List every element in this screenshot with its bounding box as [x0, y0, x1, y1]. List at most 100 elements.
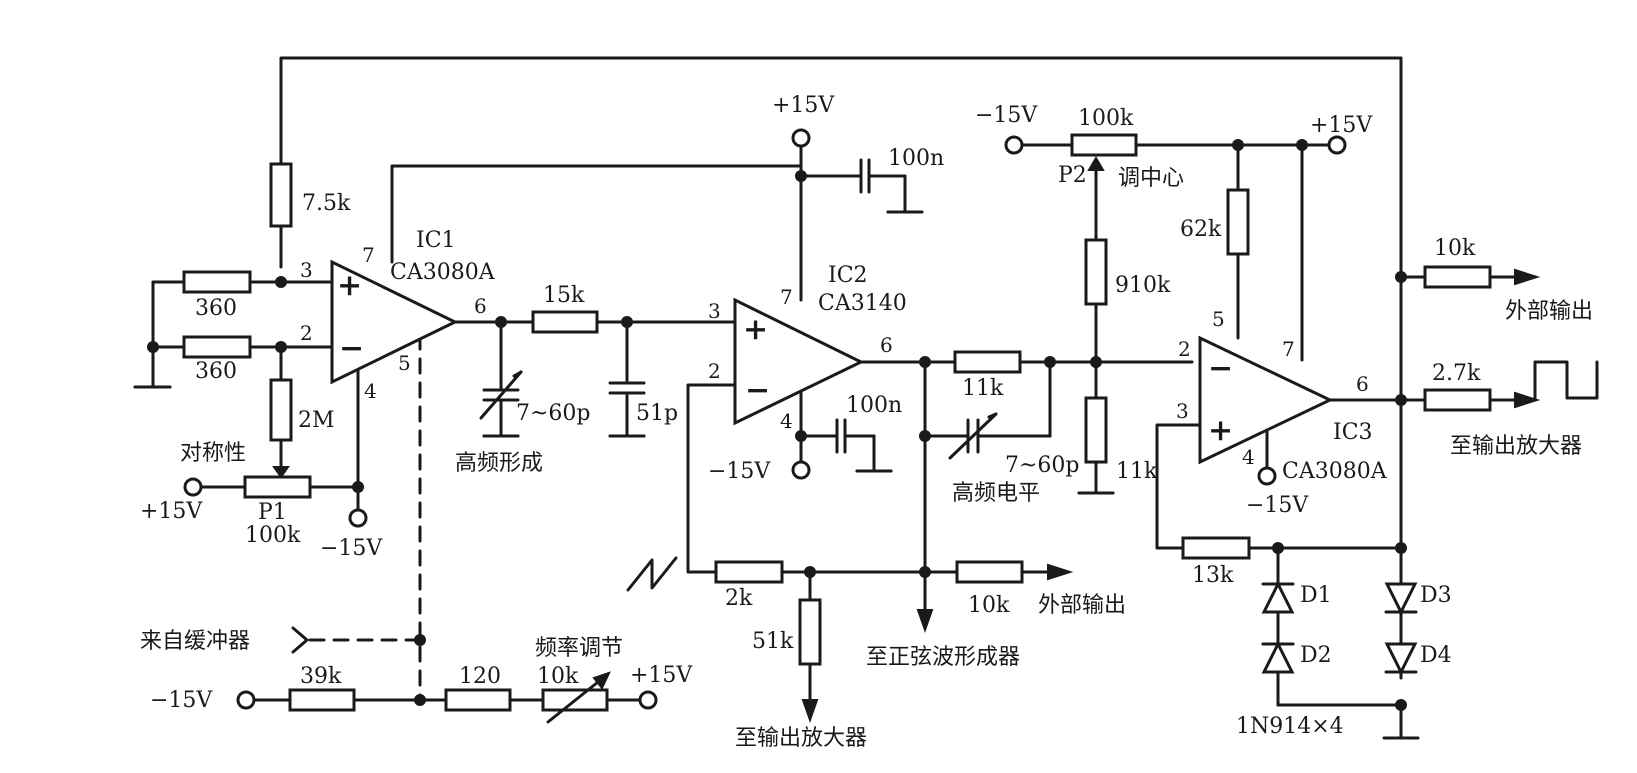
label-hf-shaping: 高频形成	[455, 451, 543, 476]
resistor-360-lower	[182, 335, 252, 359]
arrow-triangle-ext-out	[1047, 563, 1074, 581]
label-triangle-to-amp: 至输出放大器	[735, 726, 867, 751]
supply-ic2-vminus: −15V	[708, 459, 771, 484]
resistor-15k	[531, 310, 599, 334]
ic1-pin-plus: 3	[300, 258, 313, 282]
junction-dots	[147, 139, 1407, 711]
resistor-2k-label: 2k	[725, 586, 753, 611]
resistor-13k	[1181, 536, 1251, 560]
output-arrows	[291, 268, 1541, 724]
resistor-51k-label: 51k	[752, 629, 794, 654]
trimmer-capacitor-7-60p-a	[479, 370, 523, 420]
resistors: 7.5k 360 360 2M P1 100k 15k 11k 100k P2 …	[182, 106, 1492, 712]
ic1-pin-minus: 2	[300, 321, 313, 345]
ic2-part: CA3140	[818, 291, 907, 316]
label-freq-adjust: 频率调节	[535, 636, 623, 661]
potentiometer-p1-value: 100k	[245, 523, 301, 548]
diode-d1-label: D1	[1300, 583, 1332, 608]
resistor-62k-label: 62k	[1180, 217, 1222, 242]
terminal-ic2-vplus	[791, 128, 811, 148]
ic3-pin-iabc: 5	[1212, 307, 1225, 331]
annotation-labels: 对称性 高频形成 高频电平 调中心 外部输出 至输出放大器 外部输出 至正弦波形…	[140, 166, 1593, 751]
resistor-2m-label: 2M	[298, 408, 335, 433]
label-hf-level: 高频电平	[952, 481, 1040, 506]
supply-terminals: +15V −15V +15V −15V −15V +15V −15V −15V …	[140, 93, 1373, 713]
ic1-pin-vminus: 4	[364, 379, 377, 403]
ic3-part: CA3080A	[1282, 459, 1388, 484]
resistor-7k5	[269, 162, 293, 228]
resistor-360-upper-label: 360	[195, 296, 237, 321]
potentiometer-p1	[243, 475, 312, 499]
ic2-pin-minus: 2	[708, 359, 721, 383]
supply-ic3-vplus: +15V	[1310, 113, 1373, 138]
ground-symbols	[133, 210, 1420, 740]
label-triangle-ext-out: 外部输出	[1038, 593, 1126, 618]
resistor-360-lower-label: 360	[195, 359, 237, 384]
ic2-pin-vplus: 7	[780, 285, 793, 309]
supply-p2-left: −15V	[975, 103, 1038, 128]
ic2-name: IC2	[828, 263, 868, 288]
trimmer-capacitor-7-60p-a-label: 7~60p	[516, 401, 591, 426]
ic3-pin-out: 6	[1356, 372, 1369, 396]
arrow-to-sine-shaper	[916, 609, 934, 634]
capacitor-100n-mid	[835, 418, 847, 454]
terminal-p2-left	[1004, 135, 1024, 155]
diode-d2	[1261, 640, 1295, 674]
resistor-10k-triangle-out	[955, 560, 1024, 584]
resistor-11k-series-label: 11k	[962, 376, 1004, 401]
terminal-p1-left	[183, 477, 203, 497]
diode-d1	[1261, 580, 1295, 614]
diodes-part-label: 1N914×4	[1236, 714, 1344, 739]
ic1-pin-out: 6	[474, 294, 487, 318]
capacitor-100n-mid-label: 100n	[846, 393, 902, 418]
resistor-120-label: 120	[459, 664, 501, 689]
wiper-arrows	[272, 156, 1105, 724]
supply-p1-left: +15V	[140, 499, 203, 524]
resistor-10k-square-out	[1423, 265, 1492, 289]
ic3-pin-minus: 2	[1178, 337, 1191, 361]
capacitor-51p-label: 51p	[636, 401, 678, 426]
ic3-opamp: − + 2 3 5 7 4 6 IC3 CA3080A	[1176, 307, 1388, 484]
resistor-2k7-label: 2.7k	[1432, 361, 1481, 386]
ic3-pin-vminus: 4	[1242, 445, 1255, 469]
ic1-pin-iabc: 5	[398, 351, 411, 375]
terminal-ic2-vminus	[791, 460, 811, 480]
terminal-ic3-vplus	[1327, 135, 1347, 155]
potentiometer-p1-label: P1	[258, 500, 287, 525]
resistor-10k-frequency-label: 10k	[537, 664, 579, 689]
ic2-pin-vminus: 4	[780, 409, 793, 433]
capacitor-51p	[608, 381, 646, 395]
supply-ic2-vplus: +15V	[772, 93, 835, 118]
triangle-wave-icon	[626, 556, 678, 592]
resistor-11k-shunt	[1084, 396, 1108, 464]
label-to-sine-shaper: 至正弦波形成器	[866, 645, 1020, 670]
resistor-51k	[798, 598, 822, 666]
ic1-name: IC1	[416, 228, 456, 253]
ic3-name: IC3	[1333, 420, 1373, 445]
potentiometer-p2-label: P2	[1058, 163, 1087, 188]
ic1-part: CA3080A	[390, 260, 496, 285]
capacitor-100n-top-label: 100n	[888, 146, 944, 171]
resistor-62k	[1226, 188, 1250, 256]
resistor-2m	[269, 378, 293, 442]
label-from-buffer: 来自缓冲器	[140, 629, 250, 654]
ic2-pin-plus: 3	[708, 299, 721, 323]
ic2-opamp: + − 3 2 7 4 6 IC2 CA3140	[708, 263, 907, 433]
ic1-pin-vplus: 7	[362, 243, 375, 267]
trimmer-capacitor-7-60p-b	[948, 412, 998, 460]
square-wave-icon	[1533, 360, 1599, 402]
label-square-ext-out: 外部输出	[1505, 299, 1593, 324]
resistor-39k-label: 39k	[300, 664, 342, 689]
ic2-minus-sign: −	[745, 373, 770, 408]
potentiometer-p2-value: 100k	[1078, 106, 1134, 131]
arrow-from-buffer	[291, 626, 309, 654]
arrow-square-ext-out	[1514, 268, 1541, 286]
ic1-plus-sign: +	[337, 268, 362, 303]
resistor-2k7	[1423, 388, 1492, 412]
ic3-pin-vplus: 7	[1282, 337, 1295, 361]
ic1-opamp: + − 3 2 7 4 5 6 IC1 CA3080A	[300, 228, 496, 403]
potentiometer-p2	[1070, 133, 1138, 157]
diode-d3	[1384, 582, 1418, 616]
waveform-icons	[626, 360, 1599, 592]
